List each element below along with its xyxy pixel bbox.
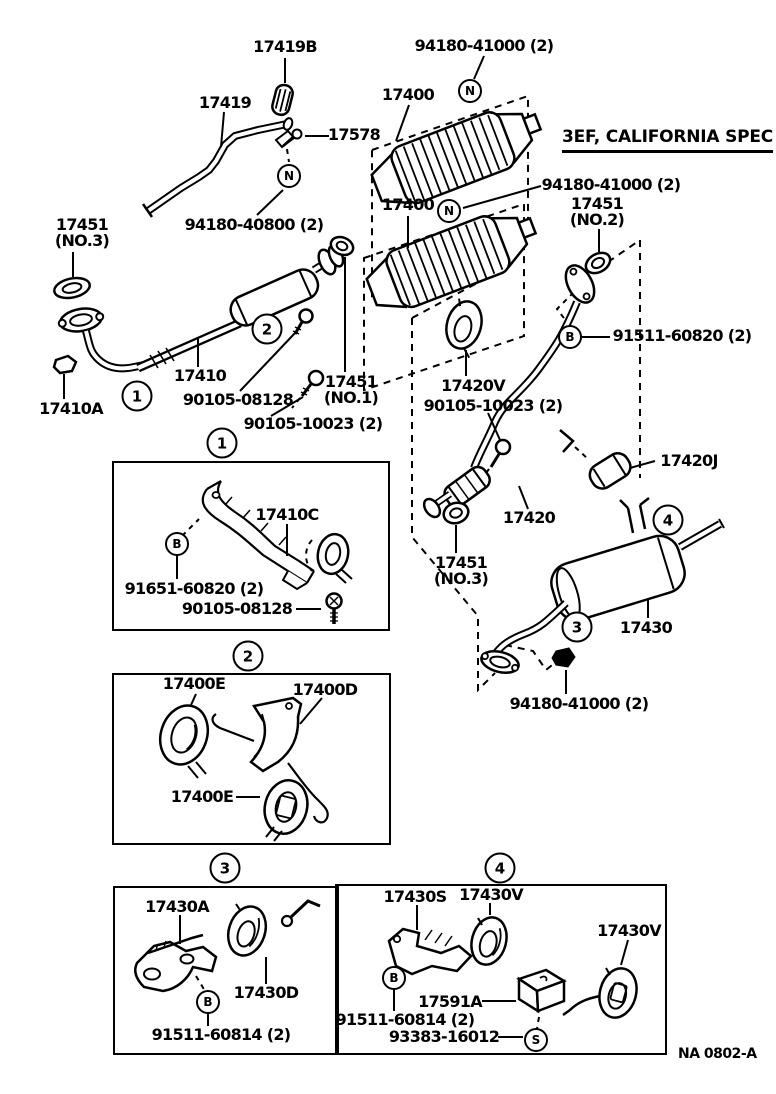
pipe-17419: [141, 117, 294, 218]
label-17451-no2: 17451 (NO.2): [569, 194, 625, 229]
callout-bolt-box1: B: [165, 532, 189, 556]
label-17419: 17419: [198, 93, 252, 112]
label-nut-94180-41000-mid: 94180-41000 (2): [541, 175, 682, 194]
label-17451-no1: 17451 (NO.1): [323, 372, 379, 407]
spec-note: 3EF, CALIFORNIA SPEC: [562, 127, 773, 153]
detail-box-4: [335, 884, 667, 1055]
label-17400e-top: 17400E: [162, 674, 226, 693]
label-17410a: 17410A: [39, 399, 104, 418]
callout-2-box-header: 2: [232, 640, 264, 672]
callout-nut-top: N: [458, 79, 482, 103]
label-bolt-91511-60814-box3: 91511-60814 (2): [151, 1025, 292, 1044]
muffler-17430: [480, 497, 725, 674]
label-17430d: 17430D: [233, 983, 299, 1002]
label-17410c: 17410C: [255, 505, 319, 524]
inset3-art: [134, 899, 321, 993]
detail-box-2: [112, 673, 391, 845]
label-17400-lower: 17400: [381, 195, 435, 214]
label-nut-94180-40800: 94180-40800 (2): [184, 215, 325, 234]
label-17451-no3-mid: 17451 (NO.3): [433, 553, 489, 588]
callout-nut-left: N: [277, 164, 301, 188]
callout-2-main: 2: [251, 313, 283, 345]
inset2-art: [158, 696, 329, 842]
label-17420: 17420: [502, 508, 556, 527]
part-17578: [274, 128, 303, 149]
label-17400e-bottom: 17400E: [170, 787, 234, 806]
label-bolt-91511-60814-box4: 91511-60814 (2): [335, 1010, 476, 1029]
callout-3-box-header: 3: [209, 852, 241, 884]
label-17400d: 17400D: [292, 680, 358, 699]
label-17430v-right: 17430V: [597, 921, 662, 940]
label-17451-no3-upper: 17451 (NO.3): [54, 215, 110, 250]
label-17430: 17430: [619, 618, 673, 637]
hanger-17420v: [445, 298, 483, 359]
label-bolt-91511-60820: 91511-60820 (2): [612, 326, 753, 345]
inset1-art: [201, 480, 353, 624]
label-17430s: 17430S: [383, 887, 448, 906]
label-17410: 17410: [173, 366, 227, 385]
drawing-code: NA 0802-A: [678, 1046, 757, 1062]
label-17420v: 17420V: [441, 376, 506, 395]
label-bolt-91651-60820: 91651-60820 (2): [124, 579, 265, 598]
label-17578: 17578: [327, 125, 381, 144]
label-17400-upper: 17400: [381, 85, 435, 104]
detail-box-3: [113, 886, 339, 1055]
label-screw-93383-16012: 93383-16012: [388, 1027, 500, 1046]
callout-screw-box4: S: [524, 1028, 548, 1052]
label-17430a: 17430A: [145, 897, 210, 916]
center-pipe-17420: [422, 251, 632, 525]
catalytic-converter-lower: [365, 215, 538, 309]
label-17430v-left: 17430V: [459, 885, 524, 904]
label-bolt-90105-10023-right: 90105-10023 (2): [423, 396, 564, 415]
label-nut-94180-41000-top: 94180-41000 (2): [414, 36, 555, 55]
callout-1-box-header: 1: [206, 427, 238, 459]
callout-3-main: 3: [561, 611, 593, 643]
callout-nut-mid: N: [437, 199, 461, 223]
callout-4-main: 4: [652, 504, 684, 536]
callout-bolt-main: B: [558, 325, 582, 349]
label-bolt-90105-08128-box1: 90105-08128: [181, 599, 293, 618]
detail-box-1: [112, 461, 390, 631]
callout-1-main: 1: [121, 380, 153, 412]
label-17420j: 17420J: [660, 451, 718, 470]
part-17419b: [271, 83, 294, 117]
label-17419b: 17419B: [253, 37, 317, 56]
catalytic-converter-upper: [370, 111, 543, 205]
front-pipe-17410: [52, 235, 355, 397]
callout-bolt-box3: B: [196, 990, 220, 1014]
label-bolt-90105-10023-left: 90105-10023 (2): [243, 414, 384, 433]
clamp-17420j: [588, 452, 632, 490]
label-bolt-90105-08128-main: 90105-08128: [182, 390, 294, 409]
callout-4-box-header: 4: [484, 852, 516, 884]
callout-bolt-box4: B: [382, 966, 406, 990]
inset4-art: [387, 916, 638, 1019]
label-nut-94180-41000-bottom: 94180-41000 (2): [509, 694, 650, 713]
leader-lines: [63, 55, 656, 1038]
label-17591a: 17591A: [418, 992, 483, 1011]
